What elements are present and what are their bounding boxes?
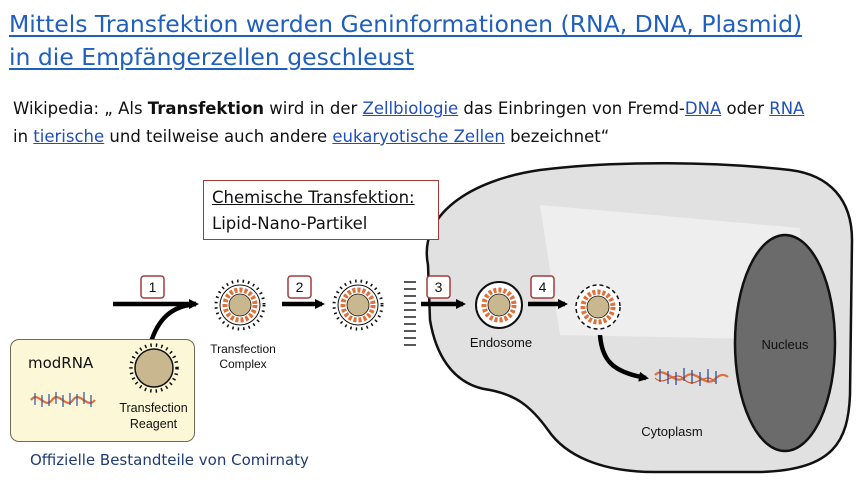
- step-number-2: 2: [296, 279, 304, 295]
- endosome: [475, 281, 523, 329]
- title-line-1: Mittels Transfektion werden Geninformati…: [9, 10, 803, 38]
- quote-text-4: oder: [721, 99, 770, 118]
- modrna-strand-icon: [30, 392, 96, 407]
- step-box-3: 3: [426, 275, 451, 299]
- complex-label-line2: Complex: [219, 357, 266, 371]
- escaping-particle: [575, 284, 621, 330]
- cytoplasm-label: Cytoplasm: [641, 424, 702, 439]
- step-number-3: 3: [435, 279, 443, 295]
- step-box-1: 1: [140, 275, 165, 299]
- reagent-label: Transfection Reagent: [111, 400, 196, 432]
- quote-text-2: wird in der: [264, 99, 363, 118]
- arrow-reagent-curve: [147, 301, 197, 346]
- quote-text-3: das Einbringen von Fremd-: [458, 99, 685, 118]
- quote-term: Transfektion: [147, 99, 265, 118]
- nucleus-label: Nucleus: [762, 337, 809, 352]
- complex-particle-2: [332, 279, 384, 331]
- arrow-release: [597, 334, 649, 382]
- link-eukaryotische-zellen[interactable]: eukaryotische Zellen: [332, 127, 505, 146]
- quote-text-6: und teilweise auch andere: [104, 127, 333, 146]
- transfection-reagent-particle: [129, 343, 179, 393]
- transfection-complex-particle: [214, 279, 266, 331]
- modrna-label: modRNA: [28, 354, 94, 372]
- membrane-dashes: [404, 281, 416, 346]
- link-tierische[interactable]: tierische: [33, 127, 105, 146]
- reagent-label-line1: Transfection: [119, 401, 188, 415]
- quote-text-7: bezeichnet“: [504, 127, 610, 146]
- quote-text-5: in: [13, 127, 34, 146]
- step-number-1: 1: [149, 279, 157, 295]
- step-box-4: 4: [530, 275, 555, 299]
- endosome-label: Endosome: [470, 335, 532, 350]
- chemical-transfection-box: Chemische Transfektion: Lipid-Nano-Parti…: [203, 180, 439, 240]
- complex-label-line1: Transfection: [210, 342, 276, 356]
- link-dna[interactable]: DNA: [684, 99, 722, 118]
- footer-caption: Offizielle Bestandteile von Comirnaty: [30, 451, 309, 469]
- quote-prefix: Wikipedia: „ Als: [13, 99, 148, 118]
- reagent-box: modRNA Transfection Reagent: [10, 339, 195, 442]
- nucleus: [733, 233, 837, 453]
- link-zellbiologie[interactable]: Zellbiologie: [362, 99, 459, 118]
- link-rna[interactable]: RNA: [769, 99, 805, 118]
- chem-box-subtitle: Lipid-Nano-Partikel: [212, 214, 368, 233]
- wikipedia-quote: Wikipedia: „ Als Transfektion wird in de…: [13, 95, 853, 151]
- title-line-2: in die Empfängerzellen geschleust: [9, 43, 414, 71]
- step-box-2: 2: [287, 275, 312, 299]
- slide-title: Mittels Transfektion werden Geninformati…: [9, 8, 849, 74]
- step-number-4: 4: [539, 279, 547, 295]
- chem-box-heading: Chemische Transfektion:: [212, 188, 415, 207]
- reagent-label-line2: Reagent: [129, 417, 178, 431]
- released-rna: [654, 368, 729, 386]
